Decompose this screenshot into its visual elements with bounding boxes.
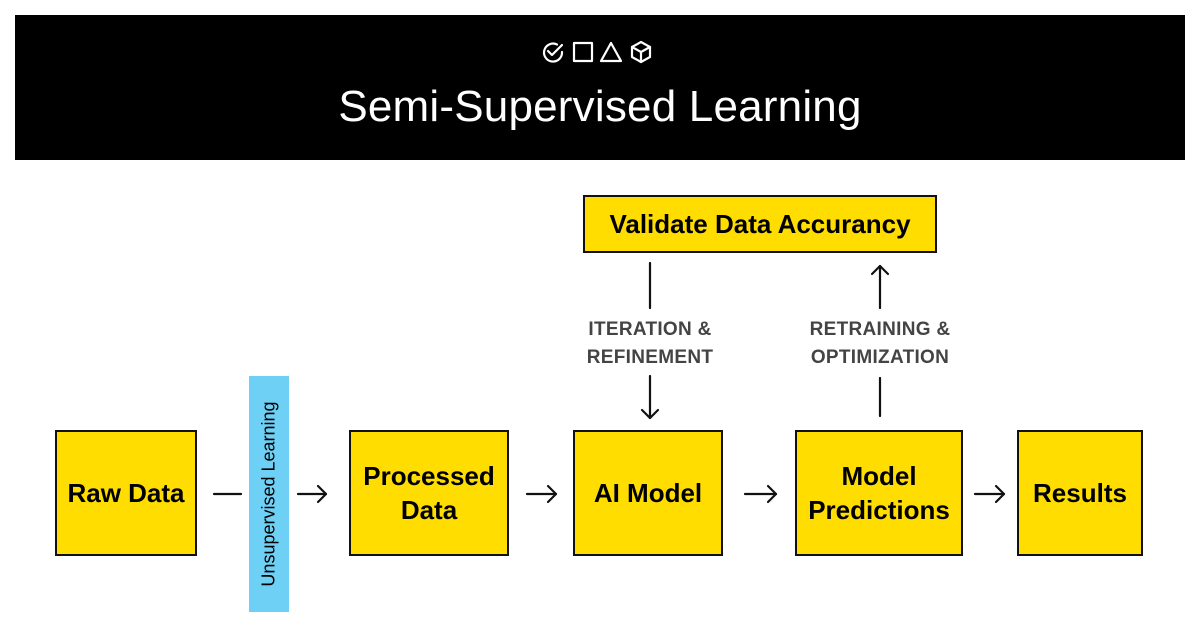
results-label: Results bbox=[1033, 478, 1127, 508]
iteration-label-line-2: REFINEMENT bbox=[586, 347, 714, 368]
validate-node-label: Validate Data Accurancy bbox=[609, 209, 911, 239]
results-node: Results bbox=[1017, 430, 1143, 556]
raw-data-label: Raw Data bbox=[67, 478, 185, 508]
model-predictions-node: Model Predictions bbox=[795, 430, 963, 556]
page-title: Semi-Supervised Learning bbox=[338, 82, 862, 131]
retraining-optimization-label: RETRAINING & OPTIMIZATION bbox=[780, 316, 980, 372]
cube-icon bbox=[630, 40, 652, 64]
retraining-label-line-1: RETRAINING & bbox=[809, 319, 951, 340]
square-icon bbox=[572, 41, 594, 63]
header-icons bbox=[15, 39, 1185, 69]
arrow-predictions-to-results bbox=[973, 484, 1006, 504]
arrow-processed-to-ai-model bbox=[525, 484, 558, 504]
processed-data-label-line-1: Processed bbox=[363, 461, 495, 491]
ai-model-label: AI Model bbox=[593, 478, 703, 508]
ai-model-node: AI Model bbox=[573, 430, 723, 556]
arrow-label-to-processed bbox=[296, 484, 328, 504]
raw-data-node: Raw Data bbox=[55, 430, 197, 556]
processed-data-node: Processed Data bbox=[349, 430, 509, 556]
iteration-label-line-1: ITERATION & bbox=[588, 319, 712, 340]
arrow-iteration-to-ai-model bbox=[640, 374, 660, 420]
unsupervised-learning-label: Unsupervised Learning bbox=[249, 376, 289, 612]
model-predictions-label-line-1: Model bbox=[841, 461, 917, 491]
validate-data-accuracy-node: Validate Data Accurancy bbox=[583, 195, 937, 253]
triangle-icon bbox=[599, 41, 623, 63]
check-circle-icon bbox=[542, 42, 564, 63]
iteration-refinement-label: ITERATION & REFINEMENT bbox=[560, 316, 740, 372]
arrow-ai-model-to-predictions bbox=[743, 484, 778, 504]
processed-data-label-line-2: Data bbox=[400, 495, 458, 525]
retraining-label-line-2: OPTIMIZATION bbox=[810, 347, 950, 368]
arrow-retraining-to-validate bbox=[870, 264, 890, 310]
model-predictions-label-line-2: Predictions bbox=[808, 495, 950, 525]
header-banner: Semi-Supervised Learning bbox=[15, 15, 1185, 160]
